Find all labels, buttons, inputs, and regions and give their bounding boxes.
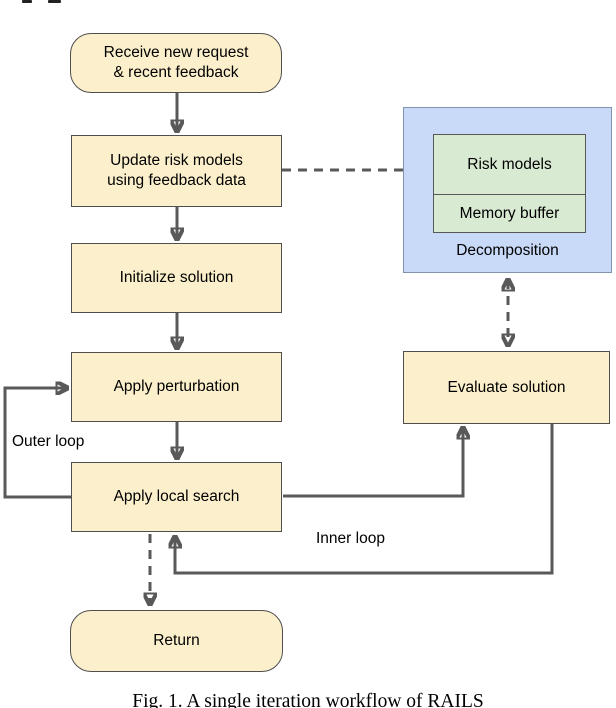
node-memory-buffer: Memory buffer [433, 194, 586, 233]
decomposition-container: Risk models Memory buffer Decomposition [403, 107, 612, 273]
figure-caption: Fig. 1. A single iteration workflow of R… [132, 691, 484, 708]
node-apply-perturbation: Apply perturbation [71, 352, 282, 422]
node-apply-local-search: Apply local search [71, 462, 282, 532]
node-return: Return [70, 610, 283, 672]
node-evaluate-solution: Evaluate solution [403, 351, 610, 424]
node-receive-request: Receive new request & recent feedback [70, 33, 282, 93]
arrow-local-search-to-evaluate [283, 428, 463, 498]
node-initialize-solution: Initialize solution [71, 243, 282, 313]
decomposition-label: Decomposition [456, 242, 559, 259]
outer-loop-label: Outer loop [12, 433, 85, 450]
clipped-text-remnant [22, 0, 32, 3]
inner-loop-label: Inner loop [316, 530, 385, 547]
node-risk-models: Risk models [433, 134, 586, 195]
arrow-inner-loop-evaluate-to-local-search [175, 424, 554, 575]
clipped-text-remnant [48, 0, 61, 3]
node-update-risk-models: Update risk models using feedback data [71, 135, 282, 207]
arrow-outer-loop [3, 388, 71, 499]
